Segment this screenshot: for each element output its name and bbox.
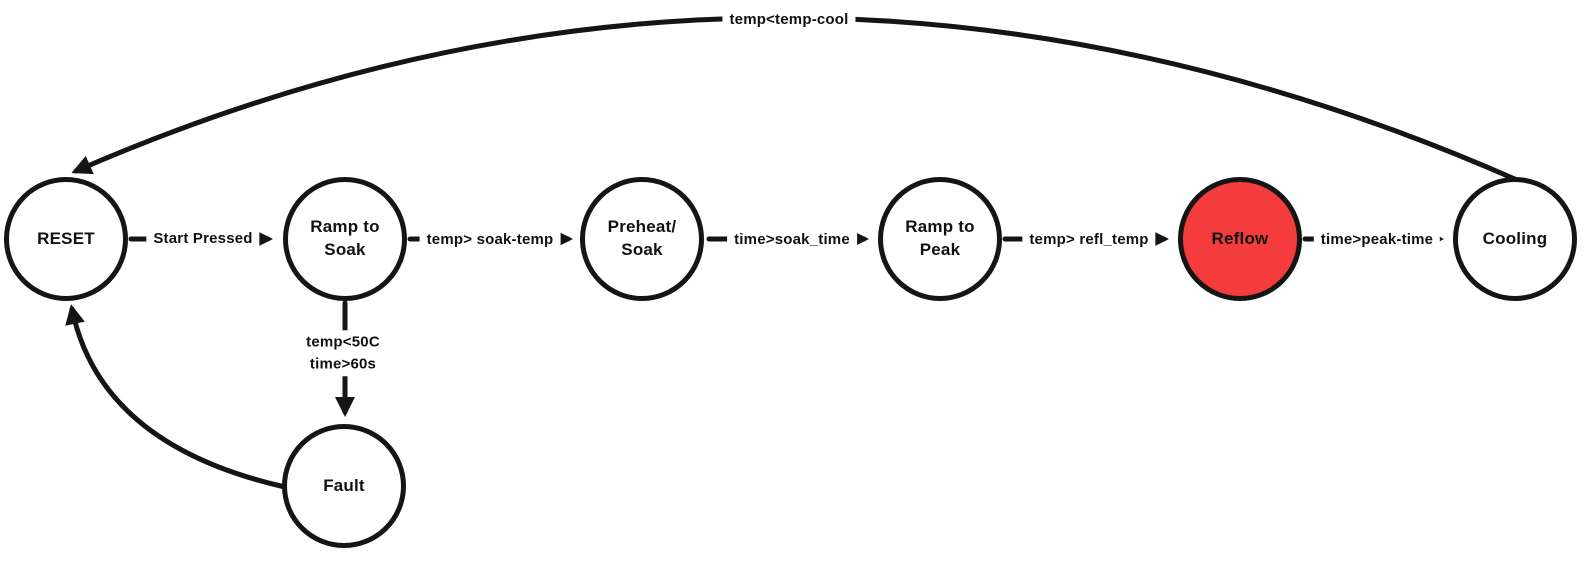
state-node-ramp-to-peak: Ramp to Peak	[878, 177, 1002, 301]
transition-label-start-pressed: Start Pressed	[146, 227, 260, 251]
state-node-cooling: Cooling	[1453, 177, 1577, 301]
transition-label-temp-gt-soak-temp: temp> soak-temp	[419, 228, 561, 252]
state-node-fault: Fault	[282, 424, 406, 548]
state-label-ramp-to-soak: Ramp to Soak	[310, 217, 380, 259]
state-label-cooling: Cooling	[1482, 228, 1548, 248]
transition-label-temp-lt-temp-cool: temp<temp-cool	[722, 8, 856, 32]
transition-label-temp-gt-refl-temp: temp> refl_temp	[1022, 228, 1156, 252]
state-label-reflow: Reflow	[1211, 228, 1269, 248]
edge-fault-to-reset	[65, 304, 288, 490]
edge-cooling-to-reset-arc	[71, 15, 1520, 183]
state-node-reset: RESET	[4, 177, 128, 301]
transition-label-fault-condition: temp<50C time>60s	[299, 330, 387, 376]
state-node-reflow-active: Reflow	[1178, 177, 1302, 301]
state-label-ramp-to-peak: Ramp to Peak	[905, 217, 975, 259]
state-label-fault: Fault	[323, 475, 365, 495]
state-node-ramp-to-soak: Ramp to Soak	[283, 177, 407, 301]
transition-label-time-gt-peak-time: time>peak-time	[1313, 228, 1441, 252]
state-label-preheat-soak: Preheat/ Soak	[607, 217, 677, 259]
transition-label-time-gt-soak-time: time>soak_time	[727, 228, 857, 252]
state-node-preheat-soak: Preheat/ Soak	[580, 177, 704, 301]
state-label-reset: RESET	[37, 228, 95, 248]
